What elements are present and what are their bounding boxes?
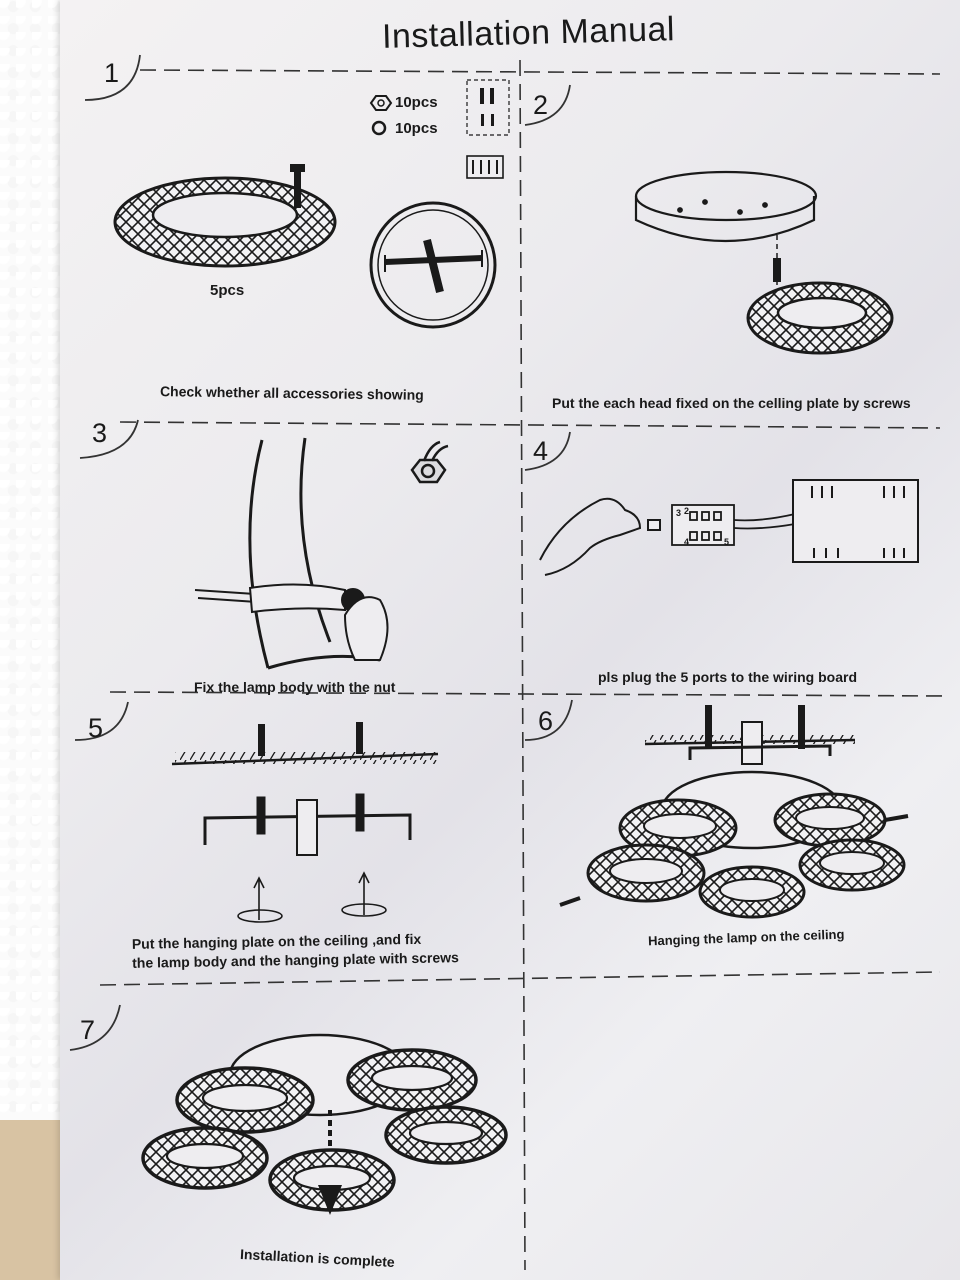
hanging-plate-icon bbox=[203, 793, 412, 856]
washer-icon bbox=[371, 120, 387, 136]
step-6-arc bbox=[524, 699, 573, 741]
nut-count: 10pcs bbox=[395, 94, 438, 111]
port-label-3: 3 bbox=[676, 508, 682, 518]
step-5-number: 5 bbox=[88, 713, 104, 743]
step-3-number: 3 bbox=[92, 418, 108, 448]
lamp-body-section-icon bbox=[194, 437, 381, 670]
divider-row1-bottom bbox=[119, 421, 941, 429]
step-2-arc bbox=[524, 84, 571, 126]
step-3-caption: Fix the lamp body with the nut bbox=[194, 679, 396, 695]
nut-icon bbox=[369, 95, 393, 111]
port-label-5: 5 bbox=[724, 537, 730, 547]
step-number-arcs bbox=[69, 54, 573, 1051]
ceiling-hatch-icon bbox=[171, 722, 439, 766]
nut-in-hand-icon bbox=[341, 588, 389, 661]
step-1-arc bbox=[84, 54, 141, 101]
step-3-arc bbox=[79, 419, 139, 459]
divider-row3-bottom bbox=[99, 971, 941, 986]
port-label-4: 4 bbox=[684, 537, 690, 547]
ring-head-icon bbox=[113, 164, 337, 268]
step-4-caption: pls plug the 5 ports to the wiring board bbox=[598, 669, 857, 685]
step-4-number: 4 bbox=[533, 436, 549, 466]
step-5-caption: Put the hanging plate on the ceiling ,an… bbox=[131, 930, 459, 971]
wiring-board-icon bbox=[671, 504, 796, 546]
step-7-arc bbox=[69, 1004, 121, 1051]
ceiling-plate-icon bbox=[369, 201, 497, 329]
hand-plug-icon bbox=[539, 497, 661, 576]
grommet-nut-icon bbox=[410, 440, 449, 484]
page-title: Installation Manual bbox=[381, 10, 676, 56]
rotate-arrow-icons bbox=[237, 871, 387, 923]
ceiling-mount-step6-icon bbox=[644, 705, 856, 765]
panel-dividers bbox=[99, 59, 946, 1271]
step-6-number: 6 bbox=[538, 706, 554, 736]
step-5-arc bbox=[74, 701, 129, 741]
step-1-number: 1 bbox=[104, 58, 120, 88]
heads-count: 5pcs bbox=[210, 282, 245, 299]
ring-head-step2-icon bbox=[746, 281, 894, 355]
chandelier-complete-icon bbox=[141, 1033, 508, 1215]
driver-box-icon bbox=[792, 479, 919, 563]
step-7-number: 7 bbox=[80, 1015, 96, 1045]
washer-count: 10pcs bbox=[395, 120, 438, 137]
divider-row1-top bbox=[139, 69, 941, 75]
step-4-arc bbox=[524, 431, 571, 471]
port-label-2: 2 bbox=[684, 506, 690, 516]
divider-row2-bottom bbox=[109, 691, 946, 697]
step-2-caption: Put the each head fixed on the celling p… bbox=[552, 395, 911, 411]
chandelier-step6-icon bbox=[559, 770, 909, 919]
ceiling-base-icon bbox=[634, 170, 818, 243]
vertical-fold-line bbox=[519, 59, 526, 1271]
screw-set-icon bbox=[466, 79, 510, 136]
terminal-block-icon bbox=[466, 155, 504, 179]
step-2-number: 2 bbox=[533, 90, 549, 120]
